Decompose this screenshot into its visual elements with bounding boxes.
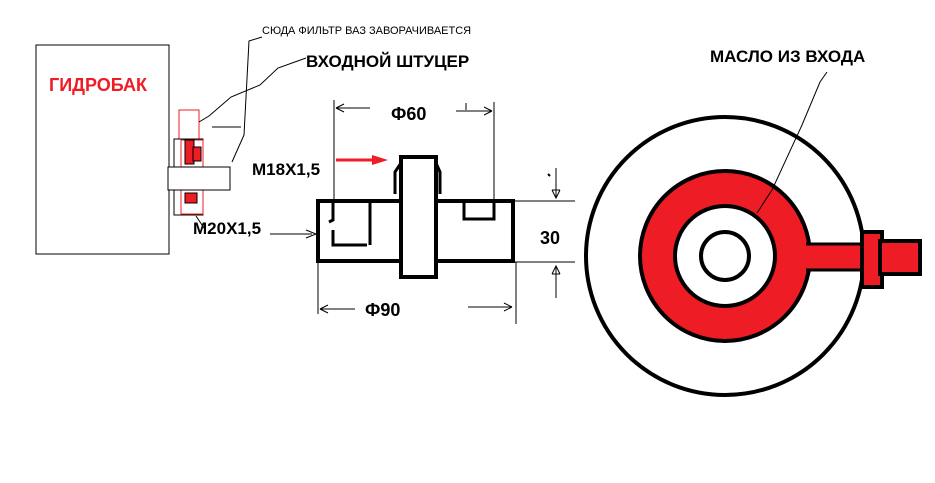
dim-d60 <box>333 100 495 208</box>
bore-ring <box>699 230 751 282</box>
fitting-side-view <box>316 155 515 279</box>
side-channel <box>806 244 864 270</box>
note-text: СЮДА ФИЛЬТР ВАЗ ЗАВОРАЧИВАЕТСЯ <box>262 25 471 37</box>
leader-note <box>231 36 263 163</box>
d60-label: Ф60 <box>391 104 426 124</box>
left-port-profile <box>328 203 372 247</box>
oil-leader <box>756 71 828 214</box>
tank-label: ГИДРОБАК <box>49 75 148 95</box>
collar-right-chamfer <box>434 162 442 194</box>
leader-m20 <box>195 215 205 229</box>
h30-label: 30 <box>540 228 560 248</box>
m20-label: M20X1,5 <box>193 219 261 238</box>
side-nozzle-tip <box>878 239 922 276</box>
m20-pointer-arrow <box>270 229 318 239</box>
inflow-arrow <box>336 155 388 165</box>
tank-fitting-assembly <box>167 109 231 216</box>
dim-d90 <box>317 262 517 324</box>
d90-label: Ф90 <box>365 300 400 320</box>
tank-body <box>35 44 170 255</box>
inlet-title: ВХОДНОЙ ШТУЦЕР <box>306 52 469 71</box>
leader-inlet <box>198 57 307 123</box>
right-groove <box>462 203 496 221</box>
m18-label: M18X1,5 <box>252 160 320 179</box>
oil-label: МАСЛО ИЗ ВХОДА <box>710 47 865 66</box>
fitting-collar <box>399 155 438 279</box>
dim-h30 <box>514 168 575 298</box>
fitting-front-view <box>584 71 922 397</box>
collar-left-chamfer <box>393 162 403 194</box>
